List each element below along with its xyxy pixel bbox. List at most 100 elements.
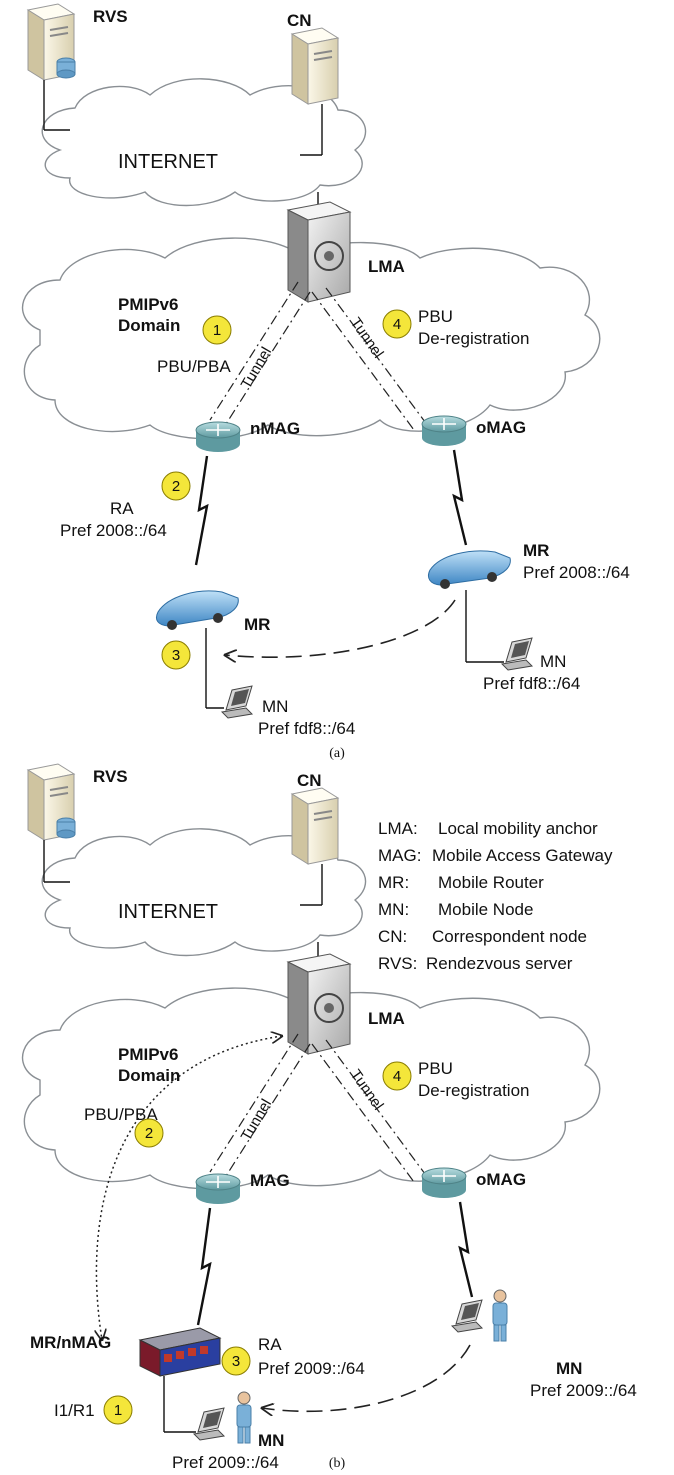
step-2-number: 2 bbox=[172, 478, 180, 495]
mr-car-left-icon bbox=[155, 590, 239, 630]
deregistration-label: De-registration bbox=[418, 329, 530, 348]
legend-key-0: LMA: bbox=[378, 819, 418, 838]
wireless-link-left-b bbox=[196, 1207, 212, 1326]
domain-label-line2: Domain bbox=[118, 316, 180, 335]
tunnel-left bbox=[209, 281, 311, 425]
domain-label-line1: PMIPv6 bbox=[118, 295, 178, 314]
mn-left-prefix: Pref fdf8::/64 bbox=[258, 719, 355, 738]
step-2-badge bbox=[161, 471, 191, 501]
panel-b: RVS CN INTERNET LMA: Local mobility anch… bbox=[21, 763, 637, 1472]
legend-key-5: RVS: bbox=[378, 954, 417, 973]
mr-right-prefix: Pref 2008::/64 bbox=[523, 563, 630, 582]
lma-icon bbox=[286, 201, 352, 303]
lma-label-b: LMA bbox=[368, 1009, 405, 1028]
lma-label: LMA bbox=[368, 257, 405, 276]
legend-text-4: Correspondent node bbox=[432, 927, 587, 946]
internet-label: INTERNET bbox=[118, 151, 218, 173]
legend-key-1: MAG: bbox=[378, 846, 421, 865]
mag-label: MAG bbox=[250, 1171, 290, 1190]
pbu-label: PBU bbox=[418, 307, 453, 326]
nmag-label: nMAG bbox=[250, 419, 300, 438]
internet-cloud bbox=[41, 78, 367, 207]
ra-label: RA bbox=[110, 499, 134, 518]
i1-r1-label: I1/R1 bbox=[54, 1401, 95, 1420]
laptop-right-icon-b bbox=[450, 1299, 484, 1333]
omag-label: oMAG bbox=[476, 418, 526, 437]
deregistration-label-b: De-registration bbox=[418, 1081, 530, 1100]
step-1-number-b: 1 bbox=[114, 1402, 122, 1419]
omag-router-icon-b bbox=[421, 1167, 467, 1198]
pmipv6-cloud bbox=[21, 237, 601, 440]
internet-cloud-b bbox=[41, 828, 367, 957]
caption-a: (a) bbox=[329, 746, 345, 761]
step-3-number-b: 3 bbox=[232, 1353, 240, 1370]
person-right-icon bbox=[492, 1289, 508, 1342]
movement-arrow-b bbox=[262, 1344, 471, 1411]
cn-label: CN bbox=[287, 11, 312, 30]
mr-right-label: MR bbox=[523, 541, 549, 560]
person-left-icon bbox=[236, 1391, 252, 1444]
ra-prefix-label: Pref 2008::/64 bbox=[60, 521, 167, 540]
mn-left-label: MN bbox=[262, 697, 288, 716]
mn-left-prefix-b: Pref 2009::/64 bbox=[172, 1453, 279, 1472]
laptop-right-icon bbox=[500, 637, 534, 671]
mn-right-label: MN bbox=[540, 652, 566, 671]
internet-label-b: INTERNET bbox=[118, 901, 218, 923]
caption-b: (b) bbox=[328, 1456, 346, 1471]
step-2-number-b: 2 bbox=[145, 1125, 153, 1142]
legend-text-1: Mobile Access Gateway bbox=[432, 846, 613, 865]
step-4-badge bbox=[382, 309, 412, 339]
tunnel-right-b bbox=[311, 1039, 429, 1183]
ra-label-b: RA bbox=[258, 1335, 282, 1354]
mn-right-label-b: MN bbox=[556, 1359, 582, 1378]
cn-server-icon bbox=[290, 27, 340, 105]
wireless-link-right bbox=[452, 449, 468, 546]
legend-text-2: Mobile Router bbox=[438, 873, 544, 892]
step-4-badge-b bbox=[382, 1061, 412, 1091]
step-4-number: 4 bbox=[393, 316, 401, 333]
step-3-badge bbox=[161, 640, 191, 670]
cn-server-icon-b bbox=[290, 787, 340, 865]
mn-left-label-b: MN bbox=[258, 1431, 284, 1450]
nmag-router-icon bbox=[195, 421, 241, 452]
laptop-left-icon-b bbox=[192, 1407, 226, 1441]
domain-label-b-line1: PMIPv6 bbox=[118, 1045, 178, 1064]
mr-nmag-label: MR/nMAG bbox=[30, 1333, 111, 1352]
mn-right-prefix-b: Pref 2009::/64 bbox=[530, 1381, 637, 1400]
pbu-pba-label: PBU/PBA bbox=[157, 357, 231, 376]
mr-nmag-bus-icon bbox=[138, 1327, 222, 1377]
legend-text-5: Rendezvous server bbox=[426, 954, 573, 973]
legend-key-4: CN: bbox=[378, 927, 407, 946]
step-3-badge-b bbox=[221, 1346, 251, 1376]
wireless-link-right-b bbox=[458, 1201, 474, 1298]
mn-right-prefix: Pref fdf8::/64 bbox=[483, 674, 580, 693]
mr-left-label: MR bbox=[244, 615, 270, 634]
step-1-number: 1 bbox=[213, 322, 221, 339]
panel-a: RVS CN INTERNET LMA PMIPv6 Domain bbox=[21, 3, 630, 761]
step-1-badge-b bbox=[103, 1395, 133, 1425]
omag-router-icon bbox=[421, 415, 467, 446]
legend-key-2: MR: bbox=[378, 873, 409, 892]
ra-prefix-label-b: Pref 2009::/64 bbox=[258, 1359, 365, 1378]
rvs-label: RVS bbox=[93, 7, 128, 26]
legend-key-3: MN: bbox=[378, 900, 409, 919]
laptop-left-icon bbox=[220, 685, 254, 719]
pbu-label-b: PBU bbox=[418, 1059, 453, 1078]
step-4-number-b: 4 bbox=[393, 1068, 401, 1085]
mag-router-icon bbox=[195, 1173, 241, 1204]
tunnel-right bbox=[311, 287, 429, 431]
mr-car-right-icon bbox=[427, 550, 511, 589]
step-1-badge bbox=[202, 315, 232, 345]
step-3-number: 3 bbox=[172, 647, 180, 664]
wireless-link-left bbox=[194, 455, 209, 566]
rvs-server-icon-b bbox=[26, 763, 76, 841]
movement-arrow-a bbox=[225, 599, 456, 657]
cn-label-b: CN bbox=[297, 771, 322, 790]
rvs-label-b: RVS bbox=[93, 767, 128, 786]
legend-text-0: Local mobility anchor bbox=[438, 819, 598, 838]
pbu-dotted-arrow bbox=[96, 1036, 282, 1340]
rvs-server-icon bbox=[26, 3, 76, 81]
omag-label-b: oMAG bbox=[476, 1170, 526, 1189]
legend-text-3: Mobile Node bbox=[438, 900, 533, 919]
